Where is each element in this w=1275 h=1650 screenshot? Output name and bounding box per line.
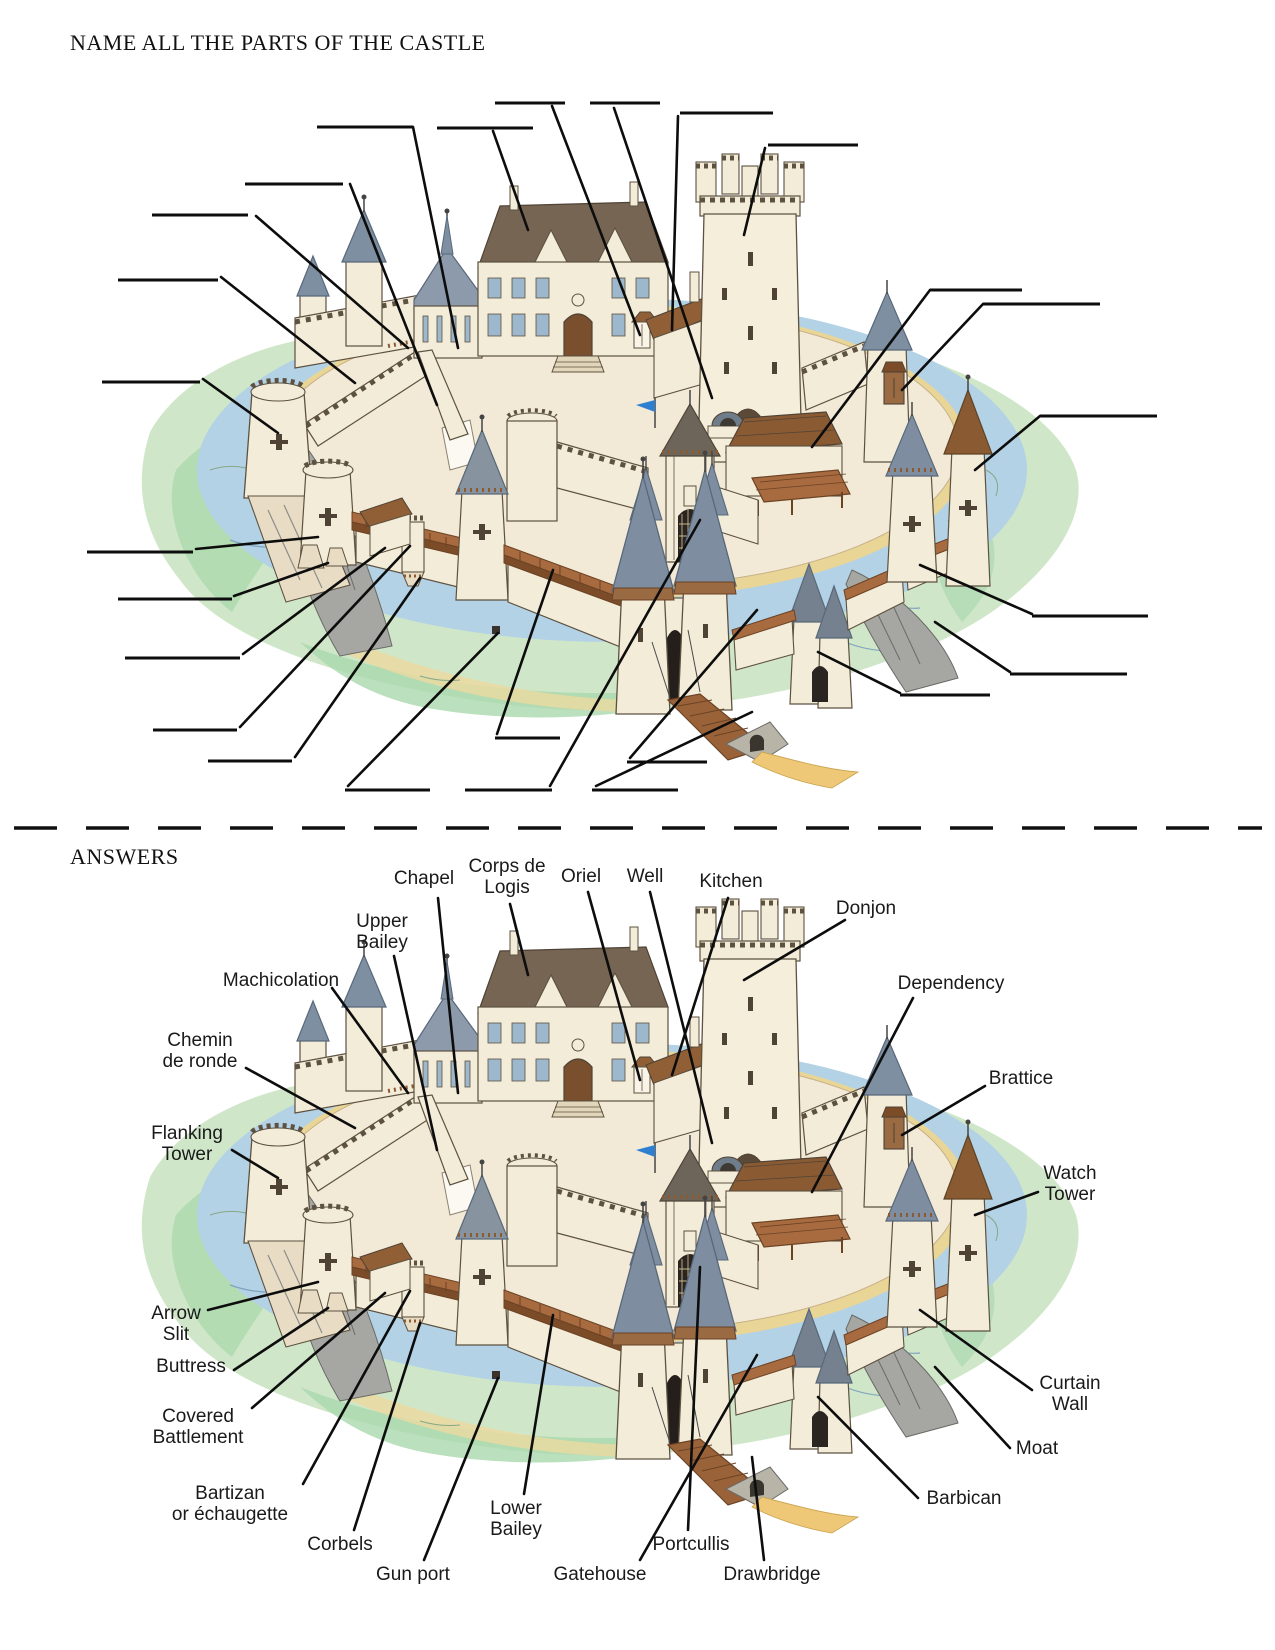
label-chemin-de-ronde: Chemin de ronde <box>162 1030 238 1072</box>
question-blank-lines <box>87 101 1157 792</box>
answers-castle <box>142 899 1079 1533</box>
label-corps-de-logis: Corps de Logis <box>468 856 546 898</box>
label-brattice: Brattice <box>988 1068 1054 1089</box>
label-dependency: Dependency <box>897 973 1005 994</box>
label-upper-bailey: Upper Bailey <box>356 911 408 953</box>
label-oriel: Oriel <box>560 866 602 887</box>
answer-leader-lines <box>206 890 1040 1562</box>
label-watch-tower: Watch Tower <box>1043 1163 1097 1205</box>
label-portcullis: Portcullis <box>652 1534 730 1555</box>
label-gun-port: Gun port <box>376 1564 450 1585</box>
label-bartizan: Bartizan or échaugette <box>171 1483 289 1525</box>
label-buttress: Buttress <box>156 1356 226 1377</box>
label-curtain-wall: Curtain Wall <box>1039 1373 1101 1415</box>
label-barbican: Barbican <box>926 1488 1002 1509</box>
label-covered-battlement: Covered Battlement <box>152 1406 244 1448</box>
label-well: Well <box>626 866 664 887</box>
label-machicolation: Machicolation <box>222 970 340 991</box>
answers-heading: ANSWERS <box>70 844 179 869</box>
label-donjon: Donjon <box>835 898 897 919</box>
label-gatehouse: Gatehouse <box>553 1564 647 1585</box>
label-drawbridge: Drawbridge <box>723 1564 821 1585</box>
label-kitchen: Kitchen <box>699 871 763 892</box>
label-flanking-tower: Flanking Tower <box>151 1123 223 1165</box>
page-title: NAME ALL THE PARTS OF THE CASTLE <box>70 30 486 55</box>
label-arrow-slit: Arrow Slit <box>151 1303 201 1345</box>
label-lower-bailey: Lower Bailey <box>490 1498 542 1540</box>
question-castle <box>142 154 1079 788</box>
question-leader-lines <box>194 104 1042 788</box>
label-chapel: Chapel <box>393 868 455 889</box>
label-corbels: Corbels <box>307 1534 373 1555</box>
label-moat: Moat <box>1015 1438 1059 1459</box>
